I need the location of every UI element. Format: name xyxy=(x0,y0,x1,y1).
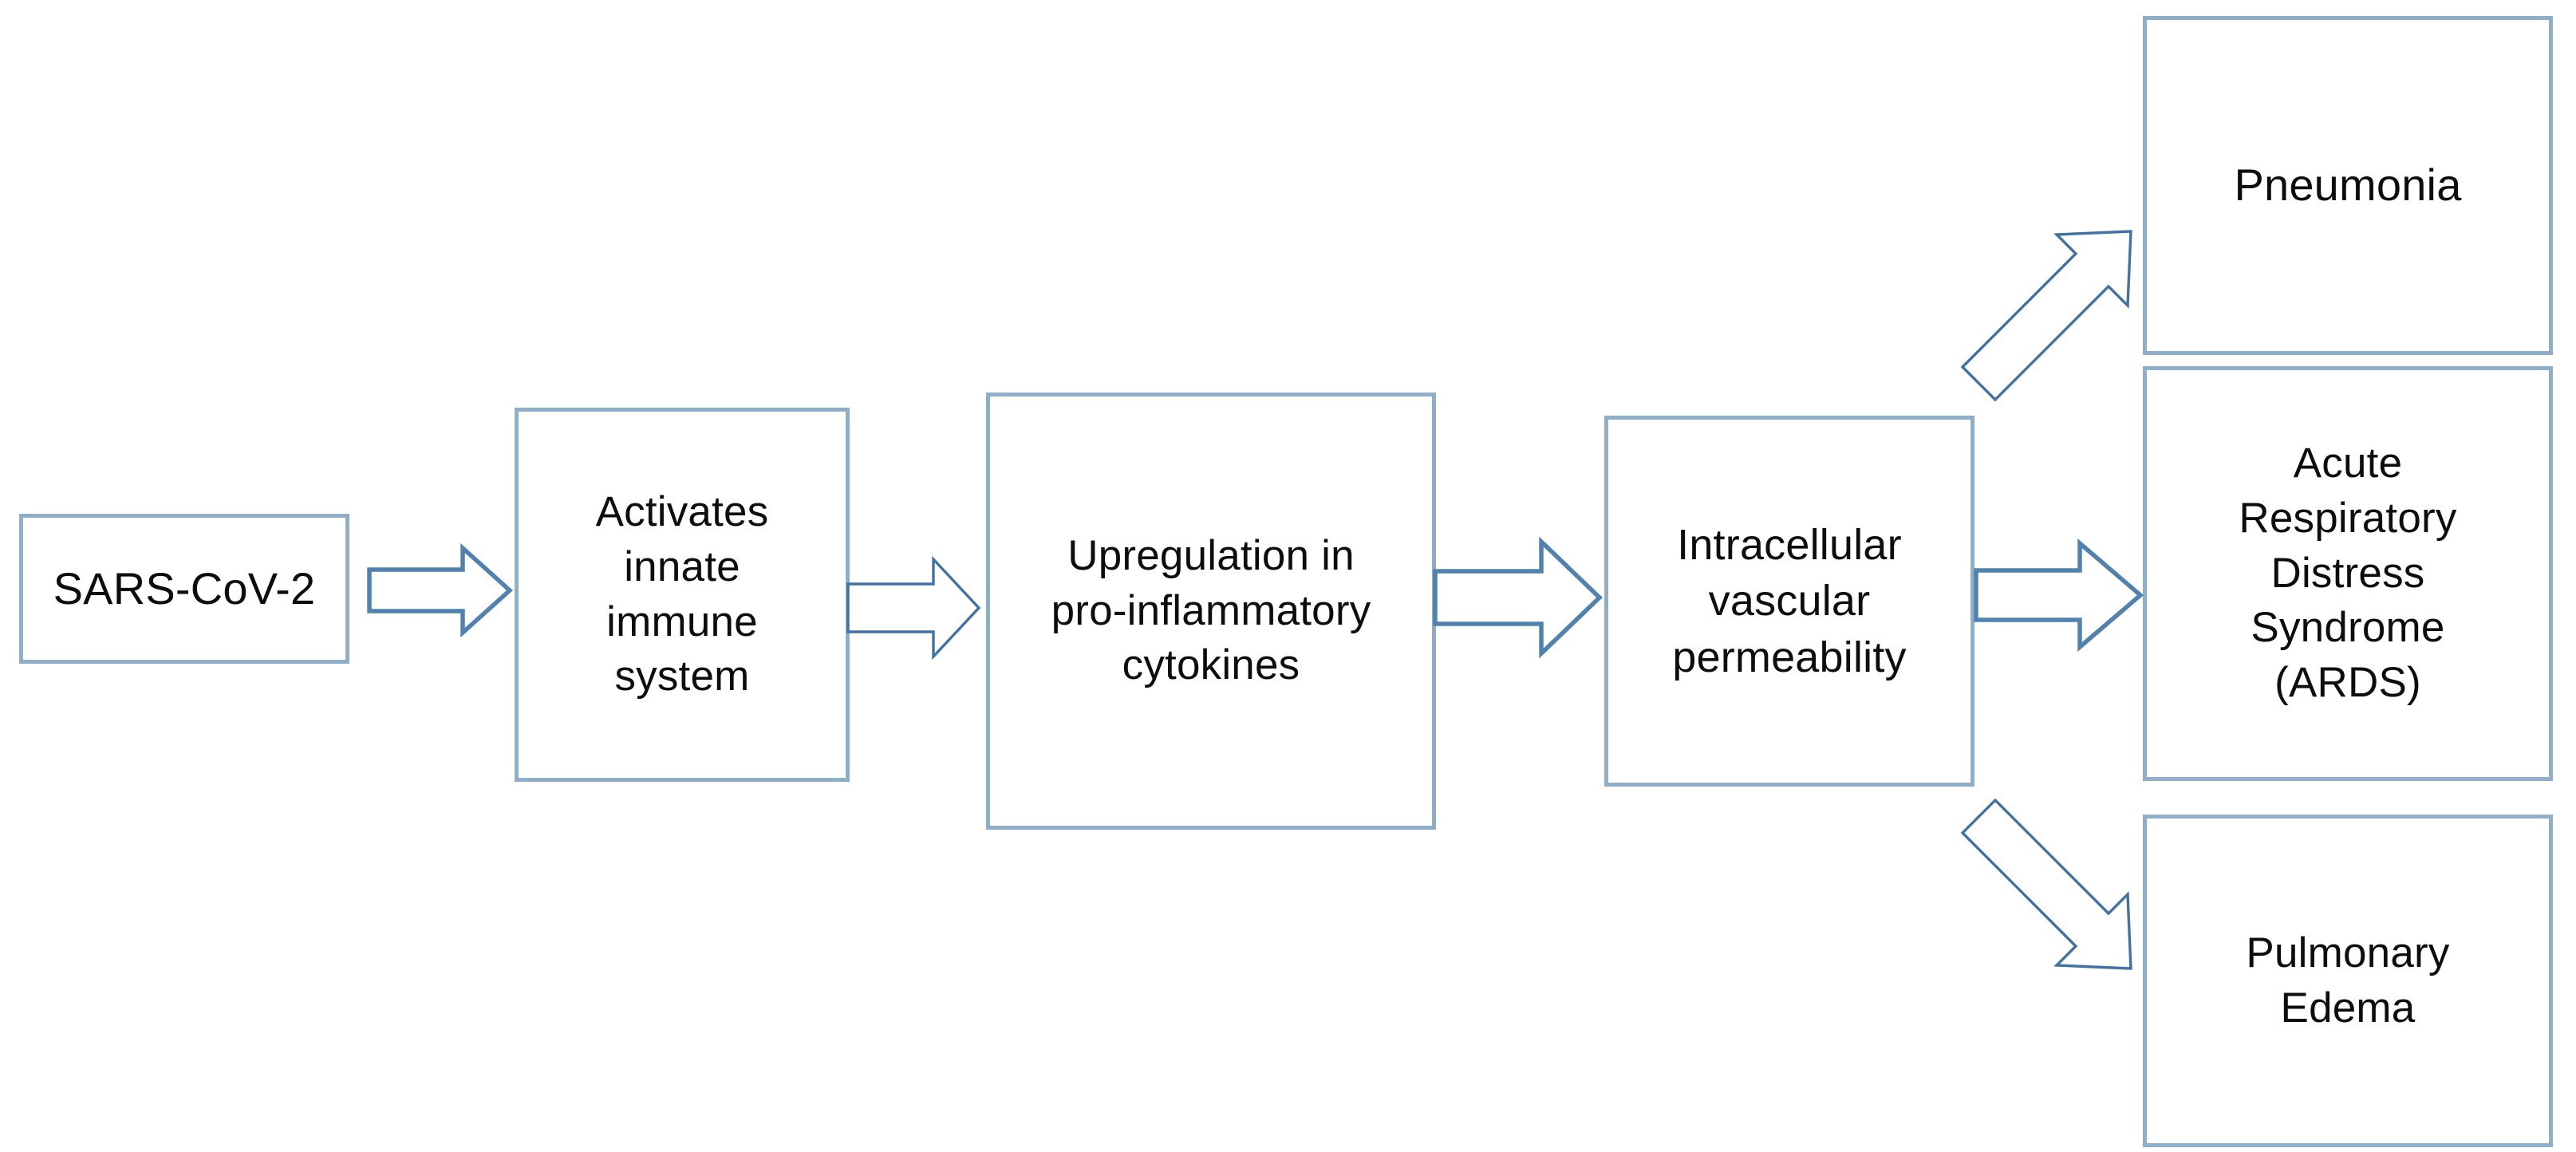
node-pneumonia[interactable]: Pneumonia xyxy=(2143,16,2553,355)
node-label: SARS-CoV-2 xyxy=(53,562,316,613)
arrow-right-icon-innate-to-cytokines xyxy=(846,555,981,661)
node-sars-cov-2[interactable]: SARS-CoV-2 xyxy=(19,514,349,664)
node-label: Intracellular vascular permeability xyxy=(1672,521,1907,681)
arrow-right-icon-sars-to-innate xyxy=(367,542,514,638)
node-pulmonary-edema[interactable]: Pulmonary Edema xyxy=(2143,815,2553,1147)
node-acute-respiratory-distress-syndrome[interactable]: Acute Respiratory Distress Syndrome (ARD… xyxy=(2143,366,2553,781)
node-label: Pulmonary Edema xyxy=(2246,929,2450,1032)
arrow-right-icon-permeability-to-ards xyxy=(1974,539,2144,652)
arrow-down-right-icon-permeability-to-edema xyxy=(1959,794,2145,980)
node-activates-innate-immune-system[interactable]: Activates innate immune system xyxy=(515,408,850,782)
node-label: Pneumonia xyxy=(2234,160,2462,211)
arrow-up-right-icon-permeability-to-pneumonia xyxy=(1959,219,2145,406)
node-upregulation-pro-inflammatory-cytokines[interactable]: Upregulation in pro-inflammatory cytokin… xyxy=(986,393,1436,830)
node-label: Acute Respiratory Distress Syndrome (ARD… xyxy=(2239,439,2457,707)
arrow-right-icon-cytokines-to-permeability xyxy=(1433,536,1603,659)
node-intracellular-vascular-permeability[interactable]: Intracellular vascular permeability xyxy=(1604,416,1974,787)
node-label: Upregulation in pro-inflammatory cytokin… xyxy=(1051,531,1371,689)
node-label: Activates innate immune system xyxy=(595,487,769,700)
